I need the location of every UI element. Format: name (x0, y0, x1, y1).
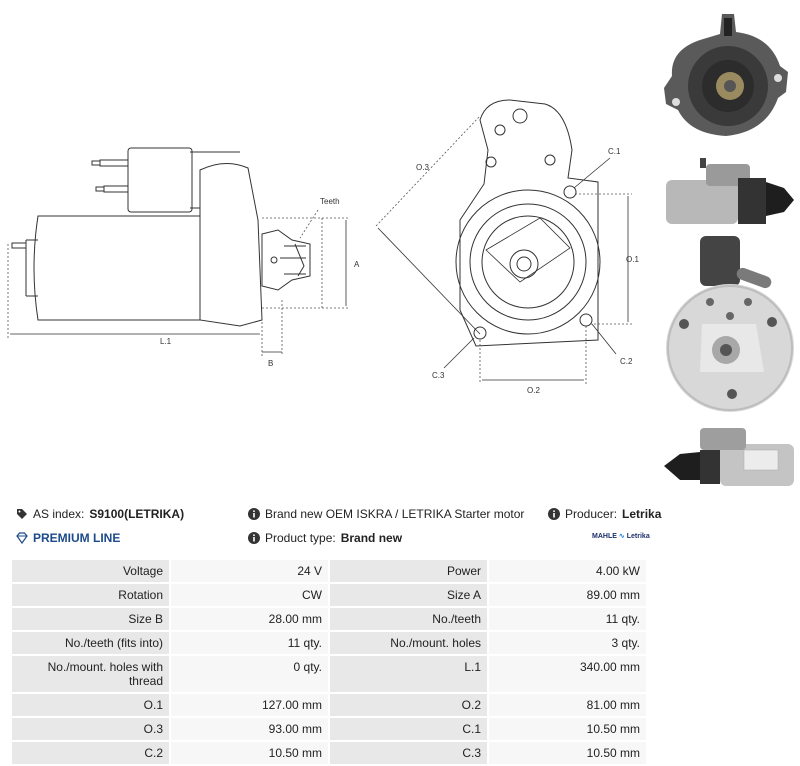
spec-key: C.1 (328, 716, 489, 742)
spec-value: 28.00 mm (169, 606, 330, 632)
spec-value: 3 qty. (487, 630, 648, 656)
as-index: AS index: S9100(LETRIKA) (16, 507, 184, 521)
logo-swoosh-icon: ∿ (618, 533, 625, 540)
technical-drawing: Teeth A B L.1 O.3 (7, 99, 639, 395)
side-view-photo (666, 158, 794, 224)
spec-value: 11 qty. (487, 606, 648, 632)
front-face-photo (664, 14, 788, 136)
producer-value: Letrika (622, 507, 662, 521)
producer-label: Producer: (565, 507, 618, 521)
spec-key: Rotation (10, 582, 171, 608)
spec-value: 4.00 kW (487, 558, 648, 584)
table-row: O.3 93.00 mm C.1 10.50 mm (10, 716, 648, 742)
table-row: O.1 127.00 mm O.2 81.00 mm (10, 692, 648, 718)
premium-line-label: PREMIUM LINE (33, 531, 121, 545)
spec-key: Size A (328, 582, 489, 608)
diamond-icon (16, 532, 28, 544)
dimension-o2-label: O.2 (527, 386, 540, 395)
logo-letrika-text: Letrika (626, 532, 650, 540)
product-type: Product type: Brand new (248, 531, 402, 545)
dimension-o1-label: O.1 (626, 255, 639, 264)
spec-key: Power (328, 558, 489, 584)
logo-mahle-text: MAHLE (592, 532, 617, 540)
spec-value: 10.50 mm (487, 716, 648, 742)
spec-key: O.3 (10, 716, 171, 742)
spec-value: 10.50 mm (487, 740, 648, 766)
table-row: Size B 28.00 mm No./teeth 11 qty. (10, 606, 648, 632)
dimension-c3-label: C.3 (432, 371, 445, 380)
spec-value: CW (169, 582, 330, 608)
dimension-c2-label: C.2 (620, 357, 633, 366)
spec-value: 11 qty. (169, 630, 330, 656)
spec-key: No./mount. holes (328, 630, 489, 656)
spec-value: 0 qty. (169, 654, 330, 694)
as-index-value: S9100(LETRIKA) (89, 507, 185, 521)
dimension-b-label: B (268, 359, 273, 368)
specifications-table: Voltage 24 V Power 4.00 kW Rotation CW S… (10, 558, 648, 766)
info-icon (248, 508, 260, 520)
teeth-label: Teeth (320, 197, 340, 206)
spec-key: L.1 (328, 654, 489, 694)
spec-key: Voltage (10, 558, 171, 584)
mahle-letrika-logo: MAHLE ∿ Letrika (592, 532, 650, 541)
flange-photo (666, 236, 794, 412)
description-text: Brand new OEM ISKRA / LETRIKA Starter mo… (265, 507, 525, 521)
spec-value: 81.00 mm (487, 692, 648, 718)
product-type-label: Product type: (265, 531, 336, 545)
dimension-a-label: A (354, 260, 360, 269)
spec-key: No./mount. holes with thread (10, 654, 171, 694)
info-icon (548, 508, 560, 520)
spec-key: O.2 (328, 692, 489, 718)
tags-icon (16, 508, 28, 520)
front-view-drawing (455, 99, 601, 347)
spec-key: O.1 (10, 692, 171, 718)
dimension-c1-label: C.1 (608, 147, 621, 156)
premium-line: PREMIUM LINE (16, 531, 120, 545)
spec-value: 127.00 mm (169, 692, 330, 718)
spec-value: 24 V (169, 558, 330, 584)
spec-value: 10.50 mm (169, 740, 330, 766)
table-row: Rotation CW Size A 89.00 mm (10, 582, 648, 608)
spec-value: 340.00 mm (487, 654, 648, 694)
spec-key: No./teeth (fits into) (10, 630, 171, 656)
producer: Producer: Letrika (548, 507, 661, 521)
angled-view-photo (664, 428, 794, 486)
product-type-value: Brand new (340, 531, 403, 545)
dimension-l1-label: L.1 (160, 337, 172, 346)
spec-value: 89.00 mm (487, 582, 648, 608)
info-icon (248, 532, 260, 544)
side-dimensions (7, 209, 350, 356)
table-row: C.2 10.50 mm C.3 10.50 mm (10, 740, 648, 766)
table-row: No./mount. holes with thread 0 qty. L.1 … (10, 654, 648, 694)
spec-value: 93.00 mm (169, 716, 330, 742)
spec-key: No./teeth (328, 606, 489, 632)
spec-key: C.3 (328, 740, 489, 766)
description: Brand new OEM ISKRA / LETRIKA Starter mo… (248, 507, 524, 521)
as-index-label: AS index: (33, 507, 85, 521)
dimension-o3-label: O.3 (416, 163, 429, 172)
table-row: No./teeth (fits into) 11 qty. No./mount.… (10, 630, 648, 656)
spec-key: Size B (10, 606, 171, 632)
spec-key: C.2 (10, 740, 171, 766)
table-row: Voltage 24 V Power 4.00 kW (10, 558, 648, 584)
side-view-drawing (11, 147, 311, 327)
